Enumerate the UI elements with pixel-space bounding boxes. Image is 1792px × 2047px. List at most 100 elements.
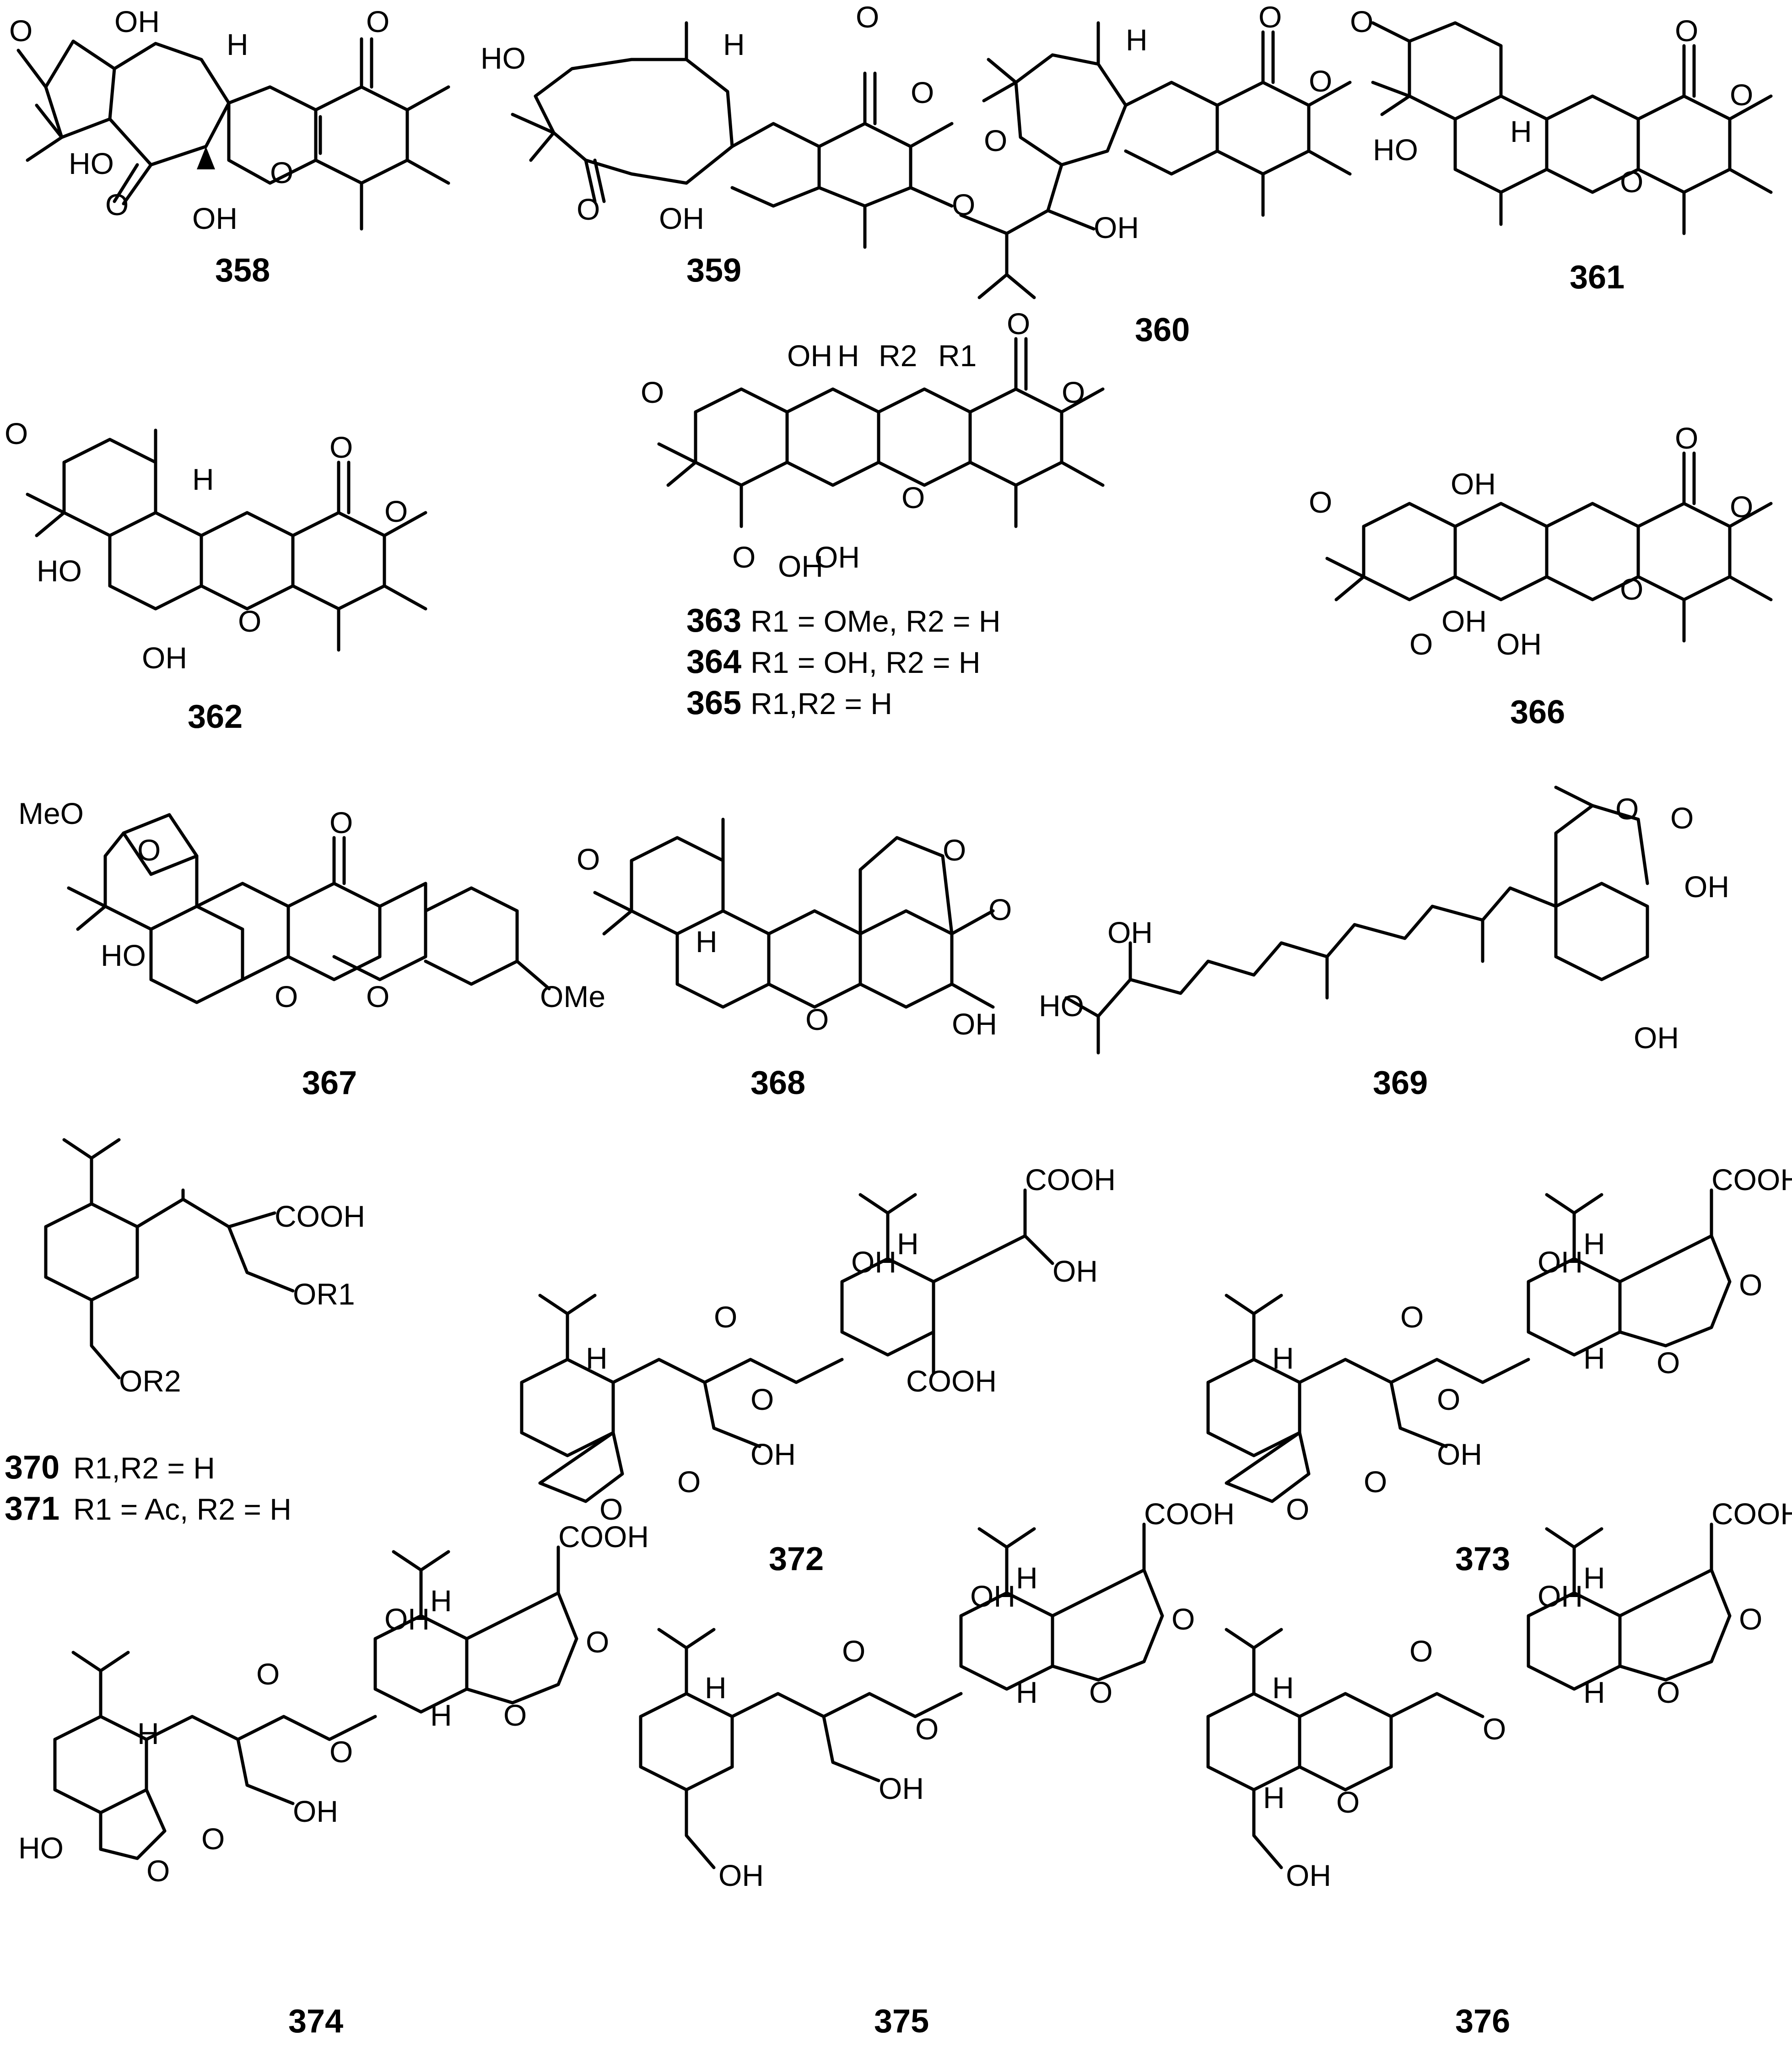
label-376-10: H xyxy=(1263,1781,1285,1814)
label-363-oh3: OH xyxy=(815,540,860,574)
label-366-7: O xyxy=(1409,627,1433,661)
label-372-4: COOH xyxy=(906,1364,997,1398)
label-362-5: O xyxy=(238,604,261,638)
label-367-4: O xyxy=(275,980,298,1013)
label-375-8: H xyxy=(1016,1675,1038,1709)
label-376-6: O xyxy=(1483,1712,1506,1746)
label-367-0: MeO xyxy=(18,796,84,830)
label-376-5: O xyxy=(1657,1675,1680,1709)
label-359-2: O xyxy=(856,0,879,34)
label-358-8: OH xyxy=(192,201,237,235)
label-373-4: O xyxy=(1657,1346,1680,1380)
label-359-0: HO xyxy=(480,41,526,75)
structure-363-365: O OH H R2 R1 O O O O OH OH 363 R1 = OMe,… xyxy=(641,307,1105,721)
compound-id-368: 368 xyxy=(750,1065,805,1101)
label-376-1: COOH xyxy=(1711,1497,1792,1531)
caption-363: R1 = OMe, R2 = H xyxy=(750,604,1001,638)
label-368-2: O xyxy=(988,893,1012,926)
label-367-5: O xyxy=(366,980,389,1013)
label-366-6: OH xyxy=(1496,627,1542,661)
label-374-8: H xyxy=(430,1698,452,1732)
label-372-2: OH xyxy=(1053,1254,1098,1288)
compound-id-376: 376 xyxy=(1455,2003,1510,2040)
label-367-2: O xyxy=(329,806,353,839)
label-373-0: H xyxy=(1272,1341,1294,1375)
label-369-1: HO xyxy=(1039,989,1084,1023)
compound-id-371: 371 xyxy=(5,1490,59,1527)
label-368-0: O xyxy=(577,842,600,876)
label-374-10: O xyxy=(201,1822,225,1856)
label-376-9: O xyxy=(1336,1785,1360,1819)
label-360-4: O xyxy=(984,124,1007,157)
label-368-1: O xyxy=(943,833,966,867)
label-369-3: O xyxy=(1670,801,1694,835)
structure-375: H COOH OH O H O O O H OH OH 375 xyxy=(639,1497,1235,2040)
label-360-6: OH xyxy=(1094,211,1139,244)
label-372-5: H xyxy=(897,1227,919,1261)
label-366-0: OH xyxy=(1451,467,1496,501)
label-363-o4: O xyxy=(901,481,925,514)
label-375-10: OH xyxy=(879,1771,924,1805)
label-363-r2: R2 xyxy=(879,339,917,373)
label-374-6: O xyxy=(329,1735,353,1769)
structure-362: O H O O HO O OH 362 xyxy=(5,417,427,735)
label-375-5: O xyxy=(1089,1675,1112,1709)
label-375-2: OH xyxy=(970,1579,1015,1613)
label-362-3: O xyxy=(384,494,408,528)
label-375-6: O xyxy=(915,1712,939,1746)
label-375-3: O xyxy=(1171,1602,1195,1636)
label-370-2: OR2 xyxy=(119,1364,181,1398)
label-374-9: HO xyxy=(18,1831,64,1865)
label-363-r1: R1 xyxy=(938,339,977,373)
label-359-6: OH xyxy=(659,201,704,235)
label-361-2: O xyxy=(1730,78,1753,112)
structure-374: H COOH OH O H O O O H HO O O OH 374 xyxy=(18,1520,649,2040)
label-368-4: O xyxy=(805,1002,829,1036)
label-359-3: O xyxy=(911,76,934,109)
compound-id-365: 365 xyxy=(686,685,741,721)
label-368-3: H xyxy=(696,925,718,959)
label-372-6: O xyxy=(750,1382,774,1416)
compound-id-366: 366 xyxy=(1510,694,1565,731)
compound-id-358: 358 xyxy=(215,252,270,289)
compound-id-374: 374 xyxy=(288,2003,343,2040)
label-372-10: OH xyxy=(750,1437,796,1471)
compound-id-370: 370 xyxy=(5,1449,59,1486)
label-373-3: O xyxy=(1739,1268,1762,1302)
label-373-2: OH xyxy=(1538,1245,1583,1279)
compound-id-375: 375 xyxy=(874,2003,929,2040)
compound-id-363: 363 xyxy=(686,602,741,639)
label-370-1: OR1 xyxy=(293,1277,355,1311)
label-358-0: O xyxy=(9,14,32,48)
label-360-2: O xyxy=(1309,64,1332,98)
label-373-8: H xyxy=(1583,1341,1605,1375)
label-373-1: COOH xyxy=(1711,1163,1792,1197)
label-370-0: COOH xyxy=(275,1199,365,1233)
structure-376: H COOH OH O H O O O H O H OH 376 xyxy=(1206,1497,1792,2040)
structure-359: HO H O O O OH 359 xyxy=(480,0,954,289)
label-372-3: OH xyxy=(851,1245,896,1279)
label-366-5: OH xyxy=(1441,604,1487,638)
label-361-0: O xyxy=(1350,5,1373,38)
label-376-11: OH xyxy=(1286,1858,1331,1892)
label-374-5: O xyxy=(503,1698,527,1732)
label-360-0: H xyxy=(1126,23,1148,57)
label-376-4: H xyxy=(1583,1561,1605,1595)
label-362-6: OH xyxy=(142,641,187,675)
label-366-2: O xyxy=(1675,421,1698,455)
label-374-12: OH xyxy=(293,1794,338,1828)
label-358-6: O xyxy=(105,188,129,222)
label-373-11: OH xyxy=(1437,1437,1482,1471)
compound-id-367: 367 xyxy=(302,1065,357,1101)
label-358-5: HO xyxy=(69,146,114,180)
label-367-6: OMe xyxy=(540,980,605,1013)
label-375-0: H xyxy=(705,1671,727,1705)
label-372-8: O xyxy=(677,1465,701,1499)
label-374-7: O xyxy=(256,1657,280,1691)
label-359-5: O xyxy=(577,192,600,226)
label-374-3: O xyxy=(586,1625,609,1659)
structure-370-371: COOH OR1 OR2 370 R1,R2 = H 371 R1 = Ac, … xyxy=(5,1138,365,1527)
label-366-3: O xyxy=(1730,490,1753,524)
label-361-5: O xyxy=(1620,165,1643,199)
